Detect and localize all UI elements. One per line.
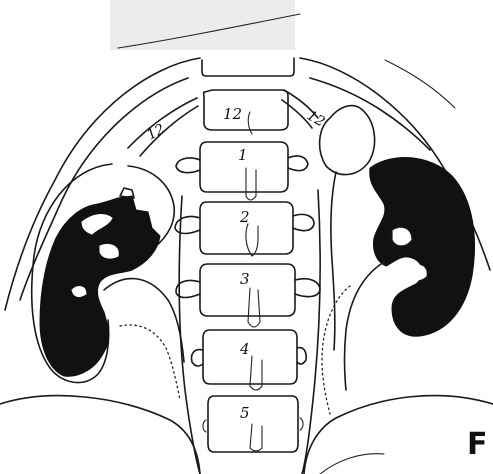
right-ureter-upper (345, 262, 385, 390)
vertebra-label-l4: 4 (239, 340, 250, 358)
left-iliac-contour (0, 396, 200, 474)
left-psoas-margin (179, 196, 200, 474)
left-rib-label: 12 (144, 121, 167, 144)
vertebra-l5 (203, 396, 303, 452)
scan-shadow (110, 0, 295, 50)
vertebra-label-l1: 1 (238, 146, 248, 164)
right-ureter-line (331, 172, 336, 350)
left-ureter-dotted (120, 325, 180, 400)
vertebra-l4 (191, 330, 306, 390)
vertebra-label-l3: 3 (240, 270, 250, 288)
right-psoas-margin (302, 190, 320, 474)
right-ureter-dotted (322, 286, 350, 414)
upper-vertebra-stub (202, 58, 294, 76)
right-faint-arc (385, 60, 455, 108)
panel-letter: F (467, 427, 488, 462)
right-pelvic-fragment (320, 454, 384, 474)
vertebra-label-t12: 12 (223, 105, 242, 123)
left-kidney (32, 164, 184, 400)
right-rib-label: 12 (304, 108, 328, 131)
right-kidney (320, 106, 475, 414)
vertebra-t12 (204, 90, 288, 134)
vertebra-label-l5: 5 (240, 404, 250, 422)
vertebra-label-l2: 2 (239, 208, 250, 226)
right-iliac-contour (304, 396, 493, 474)
right-kidney-contrast (370, 158, 475, 337)
left-ureter-upper (104, 279, 184, 362)
right-adrenal-outline (320, 106, 375, 175)
